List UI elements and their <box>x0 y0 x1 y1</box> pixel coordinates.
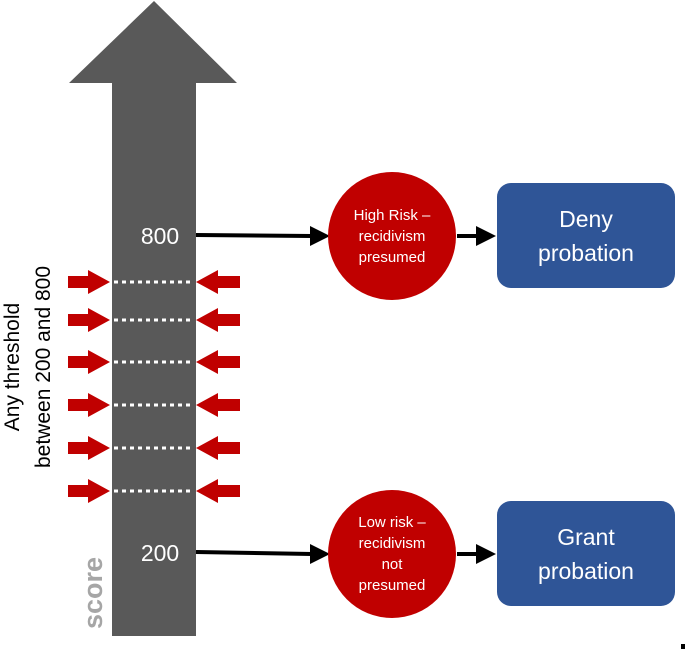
threshold-arrow-right-icon <box>68 436 110 460</box>
threshold-arrows-left <box>68 270 110 503</box>
threshold-arrow-left-icon <box>196 393 240 417</box>
threshold-arrow-left-icon <box>196 436 240 460</box>
corner-mark <box>681 644 685 649</box>
high-risk-label: High Risk – recidivism presumed <box>353 206 431 266</box>
threshold-note: Any threshold between 200 and 800 <box>1 266 55 469</box>
arrowhead-icon <box>476 226 496 246</box>
score-high-value: 800 <box>140 222 180 249</box>
threshold-arrow-left-icon <box>196 270 240 294</box>
threshold-arrow-right-icon <box>68 270 110 294</box>
grant-probation-box <box>497 501 675 606</box>
threshold-arrow-left-icon <box>196 350 240 374</box>
threshold-arrows-right <box>196 270 240 503</box>
threshold-arrow-left-icon <box>196 479 240 503</box>
arrowhead-icon <box>310 544 330 564</box>
deny-probation-label: Deny probation <box>538 205 634 266</box>
threshold-arrow-right-icon <box>68 393 110 417</box>
high-risk-circle <box>328 172 456 300</box>
threshold-arrow-right-icon <box>68 350 110 374</box>
grant-probation-label: Grant probation <box>538 523 634 584</box>
connector-high-to-risk <box>195 233 313 238</box>
arrowhead-icon <box>310 226 330 246</box>
threshold-arrow-left-icon <box>196 308 240 332</box>
score-low-value: 200 <box>140 539 180 566</box>
threshold-arrow-right-icon <box>68 308 110 332</box>
score-axis-title: score <box>77 556 108 630</box>
low-risk-label: Low risk – recidivism not presumed <box>358 514 426 594</box>
connectors <box>195 226 496 564</box>
connector-low-to-risk <box>195 550 313 556</box>
threshold-arrow-right-icon <box>68 479 110 503</box>
low-risk-circle <box>328 490 456 618</box>
arrowhead-icon <box>476 544 496 564</box>
deny-probation-box <box>497 183 675 288</box>
threshold-lines <box>114 280 194 493</box>
score-arrow <box>69 1 237 636</box>
